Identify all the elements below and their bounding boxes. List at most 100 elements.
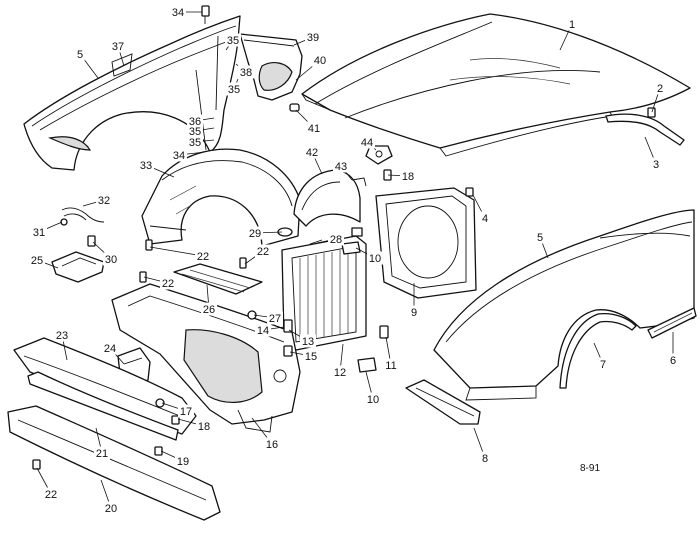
callout-bg-c42 [304,145,320,159]
callout-c27: 27 [269,313,281,325]
bolt-22-upper-b [145,239,153,251]
bolt-19 [154,446,163,456]
callout-c35d: 35 [189,137,201,149]
callout-c12: 12 [334,367,346,379]
callout-bg-c35a [225,33,241,47]
callout-bg-c22a [255,244,271,258]
radiator-mount-10-lower [357,357,377,373]
callout-bg-c35c [187,124,203,138]
callout-c34a: 34 [172,7,184,19]
left-fender [23,15,241,171]
callout-c18b: 18 [198,421,210,433]
callout-bg-c26 [201,302,217,316]
callout-bg-c35b [226,82,242,96]
support-bolt-13 [283,319,293,333]
callout-c20: 20 [105,503,117,515]
callout-c22b: 22 [197,251,209,263]
bolt-22-lower [32,459,41,470]
callout-bg-c19 [175,454,191,468]
bracket-25 [51,251,105,283]
callout-bg-c28 [328,232,344,246]
callout-c11: 11 [385,360,396,372]
callout-bg-c10b [365,392,381,406]
callout-bg-c36 [187,114,203,128]
callout-bg-c24 [102,341,118,355]
callout-c42: 42 [306,147,318,159]
callout-c5b: 5 [537,232,543,244]
callout-bg-c38 [238,65,254,79]
callout-bg-c31 [31,225,47,239]
callout-c6: 6 [670,355,676,367]
callout-bg-c4 [480,211,490,225]
callout-c17: 17 [180,406,192,418]
callout-c2: 2 [657,83,663,95]
callout-bg-c25 [29,253,45,267]
hood-latch-44 [365,145,393,165]
duct-fastener-41 [289,103,300,112]
callout-bg-c15 [303,349,319,363]
wheelhouse-panel-42 [293,169,361,227]
leader-line-c22b [149,246,204,257]
callout-bg-c9 [409,305,419,319]
callout-bg-c34a [170,5,186,19]
hood-panel [301,13,691,157]
callout-bg-c34b [171,148,187,162]
callout-bg-c1 [567,17,577,31]
fender-bolt-34-top [201,5,210,24]
fender-extension-8 [405,379,481,425]
callout-bg-c37 [110,39,126,53]
shroud-bolt-4 [465,187,474,197]
bolt-30 [87,235,96,247]
callout-bg-c43 [333,159,349,173]
fan-shroud [375,187,477,299]
callout-bg-c35d [187,135,203,149]
callout-bg-c5b [535,230,545,244]
bolt-22-mid [139,271,147,283]
callout-c31: 31 [33,227,45,239]
tie-bar-21 [27,371,179,441]
callout-c28: 28 [330,234,342,246]
callout-c15: 15 [305,351,317,363]
callout-bg-c29 [247,226,263,240]
callout-c22a: 22 [257,246,269,258]
hood-latch-rod-43 [351,177,367,187]
callout-bg-c3 [651,157,661,171]
callout-c1: 1 [569,19,575,31]
callout-c10a: 10 [369,253,381,265]
radiator-hose-28 [309,239,323,245]
callout-c24: 24 [104,343,116,355]
callout-bg-c5a [75,47,85,61]
fender-molding-6 [647,307,697,339]
upper-baffle-26 [173,263,263,295]
callout-bg-c8 [480,451,490,465]
bolt-17 [155,398,165,408]
callout-c34b: 34 [173,150,185,162]
callout-c38: 38 [240,67,252,79]
callout-bg-c40 [312,53,328,67]
callout-bg-c12 [332,365,348,379]
callout-bg-c27 [267,311,283,325]
callout-c14: 14 [257,325,269,337]
callout-c25: 25 [31,255,43,267]
callout-c3: 3 [653,159,659,171]
callout-c4: 4 [482,213,488,225]
callout-c22d: 22 [45,489,57,501]
callout-bg-c10a [367,251,383,265]
callout-bg-c22c [160,276,176,290]
callout-bg-c39 [305,30,321,44]
callout-c26: 26 [203,304,215,316]
callout-bg-c22b [195,249,211,263]
radiator-mount-10-upper [341,241,361,255]
callout-c39: 39 [307,32,319,44]
wheel-opening-molding-7 [559,312,637,389]
callout-bg-c33 [138,158,154,172]
callout-c35a: 35 [227,35,239,47]
callout-bg-c23 [54,328,70,342]
callout-c41: 41 [308,123,320,135]
callout-bg-c30 [103,252,119,266]
callout-c10b: 10 [367,394,379,406]
callout-c29: 29 [249,228,261,240]
callout-c9: 9 [411,307,417,319]
